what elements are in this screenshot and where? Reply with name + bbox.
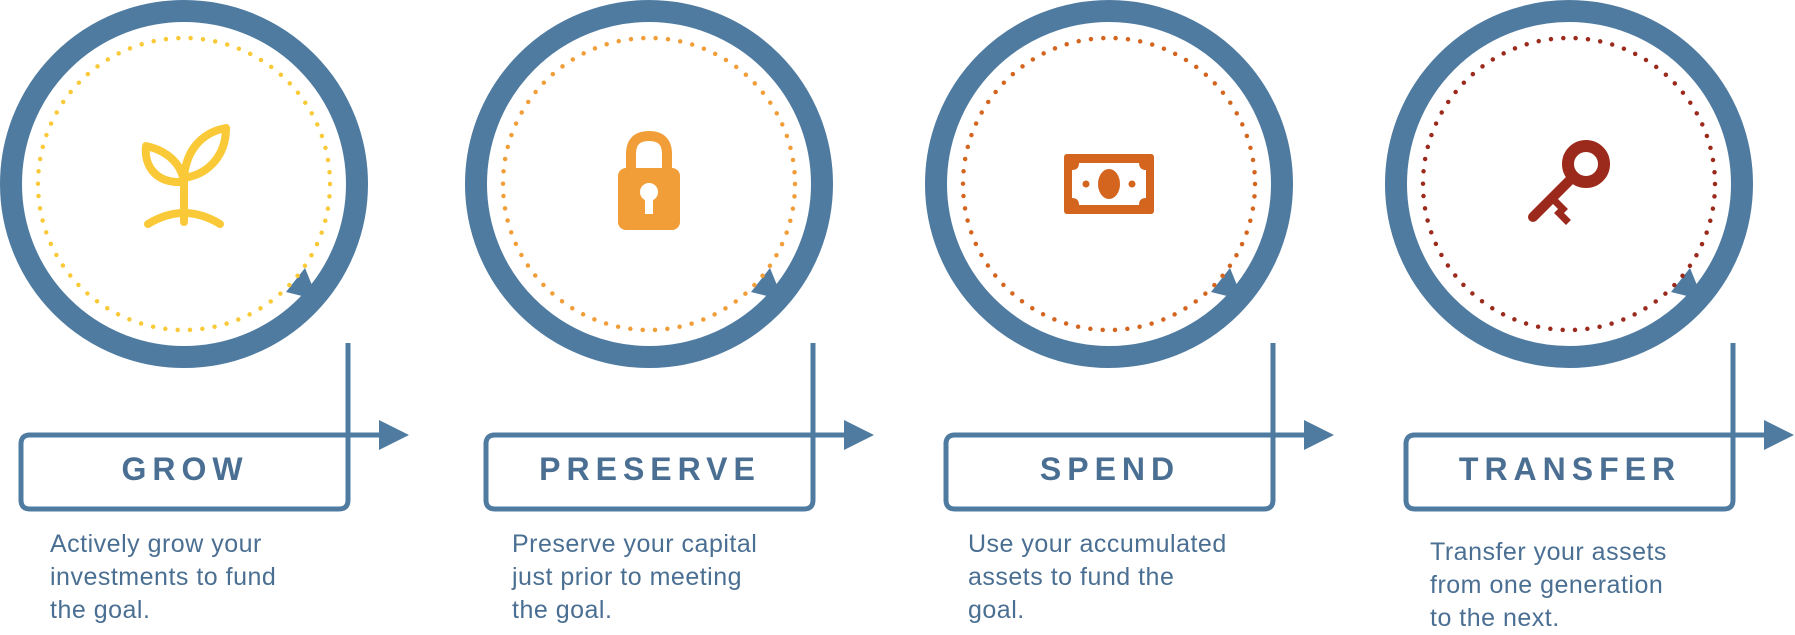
grow-description-line-3: the goal. [50,596,151,624]
grow-bubble-ring [0,0,368,368]
transfer-dotted-ring [1420,35,1718,333]
spend-label: SPEND [1039,450,1181,487]
transfer-description: Transfer your assets from one generation… [1430,536,1750,635]
preserve-connector-line [483,343,850,512]
preserve-description-line-2: just prior to meeting [512,563,743,591]
grow-description-line-2: investments to fund [50,563,277,591]
transfer-description-line-1: Transfer your assets [1430,538,1667,566]
seedling-icon [141,124,230,228]
spend-arrowhead [1304,420,1334,450]
grow-bubble-tail [286,268,318,300]
spend-connector-line [943,343,1310,512]
spend-description-line-1: Use your accumulated [968,530,1227,558]
transfer-bubble-tail [1671,268,1703,300]
grow-description-line-1: Actively grow your [50,530,262,558]
spend-description-line-3: goal. [968,596,1025,624]
spend-description: Use your accumulated assets to fund the … [968,528,1288,627]
spend-description-line-2: assets to fund the [968,563,1175,591]
preserve-description-line-3: the goal. [512,596,613,624]
preserve-arrowhead [844,420,874,450]
banknote-icon [1064,154,1154,214]
transfer-label: TRANSFER [1458,450,1682,487]
transfer-connector-line [1403,343,1770,512]
grow-description: Actively grow your investments to fund t… [50,528,370,627]
spend-dotted-ring [960,35,1258,333]
key-icon [1528,140,1610,225]
grow-dotted-ring [35,35,333,333]
transfer-arrowhead [1764,420,1794,450]
preserve-bubble-ring [465,0,833,368]
preserve-description-line-1: Preserve your capital [512,530,758,558]
spend-bubble-tail [1211,268,1243,300]
transfer-description-line-3: to the next. [1430,604,1560,632]
grow-label: GROW [121,450,249,487]
transfer-bubble-ring [1385,0,1753,368]
grow-arrowhead [379,420,409,450]
preserve-description: Preserve your capital just prior to meet… [512,528,832,627]
grow-connector-line [18,343,385,512]
spend-bubble-ring [925,0,1293,368]
preserve-label: PRESERVE [539,450,761,487]
padlock-icon [618,130,680,230]
preserve-bubble-tail [751,268,783,300]
preserve-dotted-ring [500,35,798,333]
transfer-description-line-2: from one generation [1430,571,1664,599]
